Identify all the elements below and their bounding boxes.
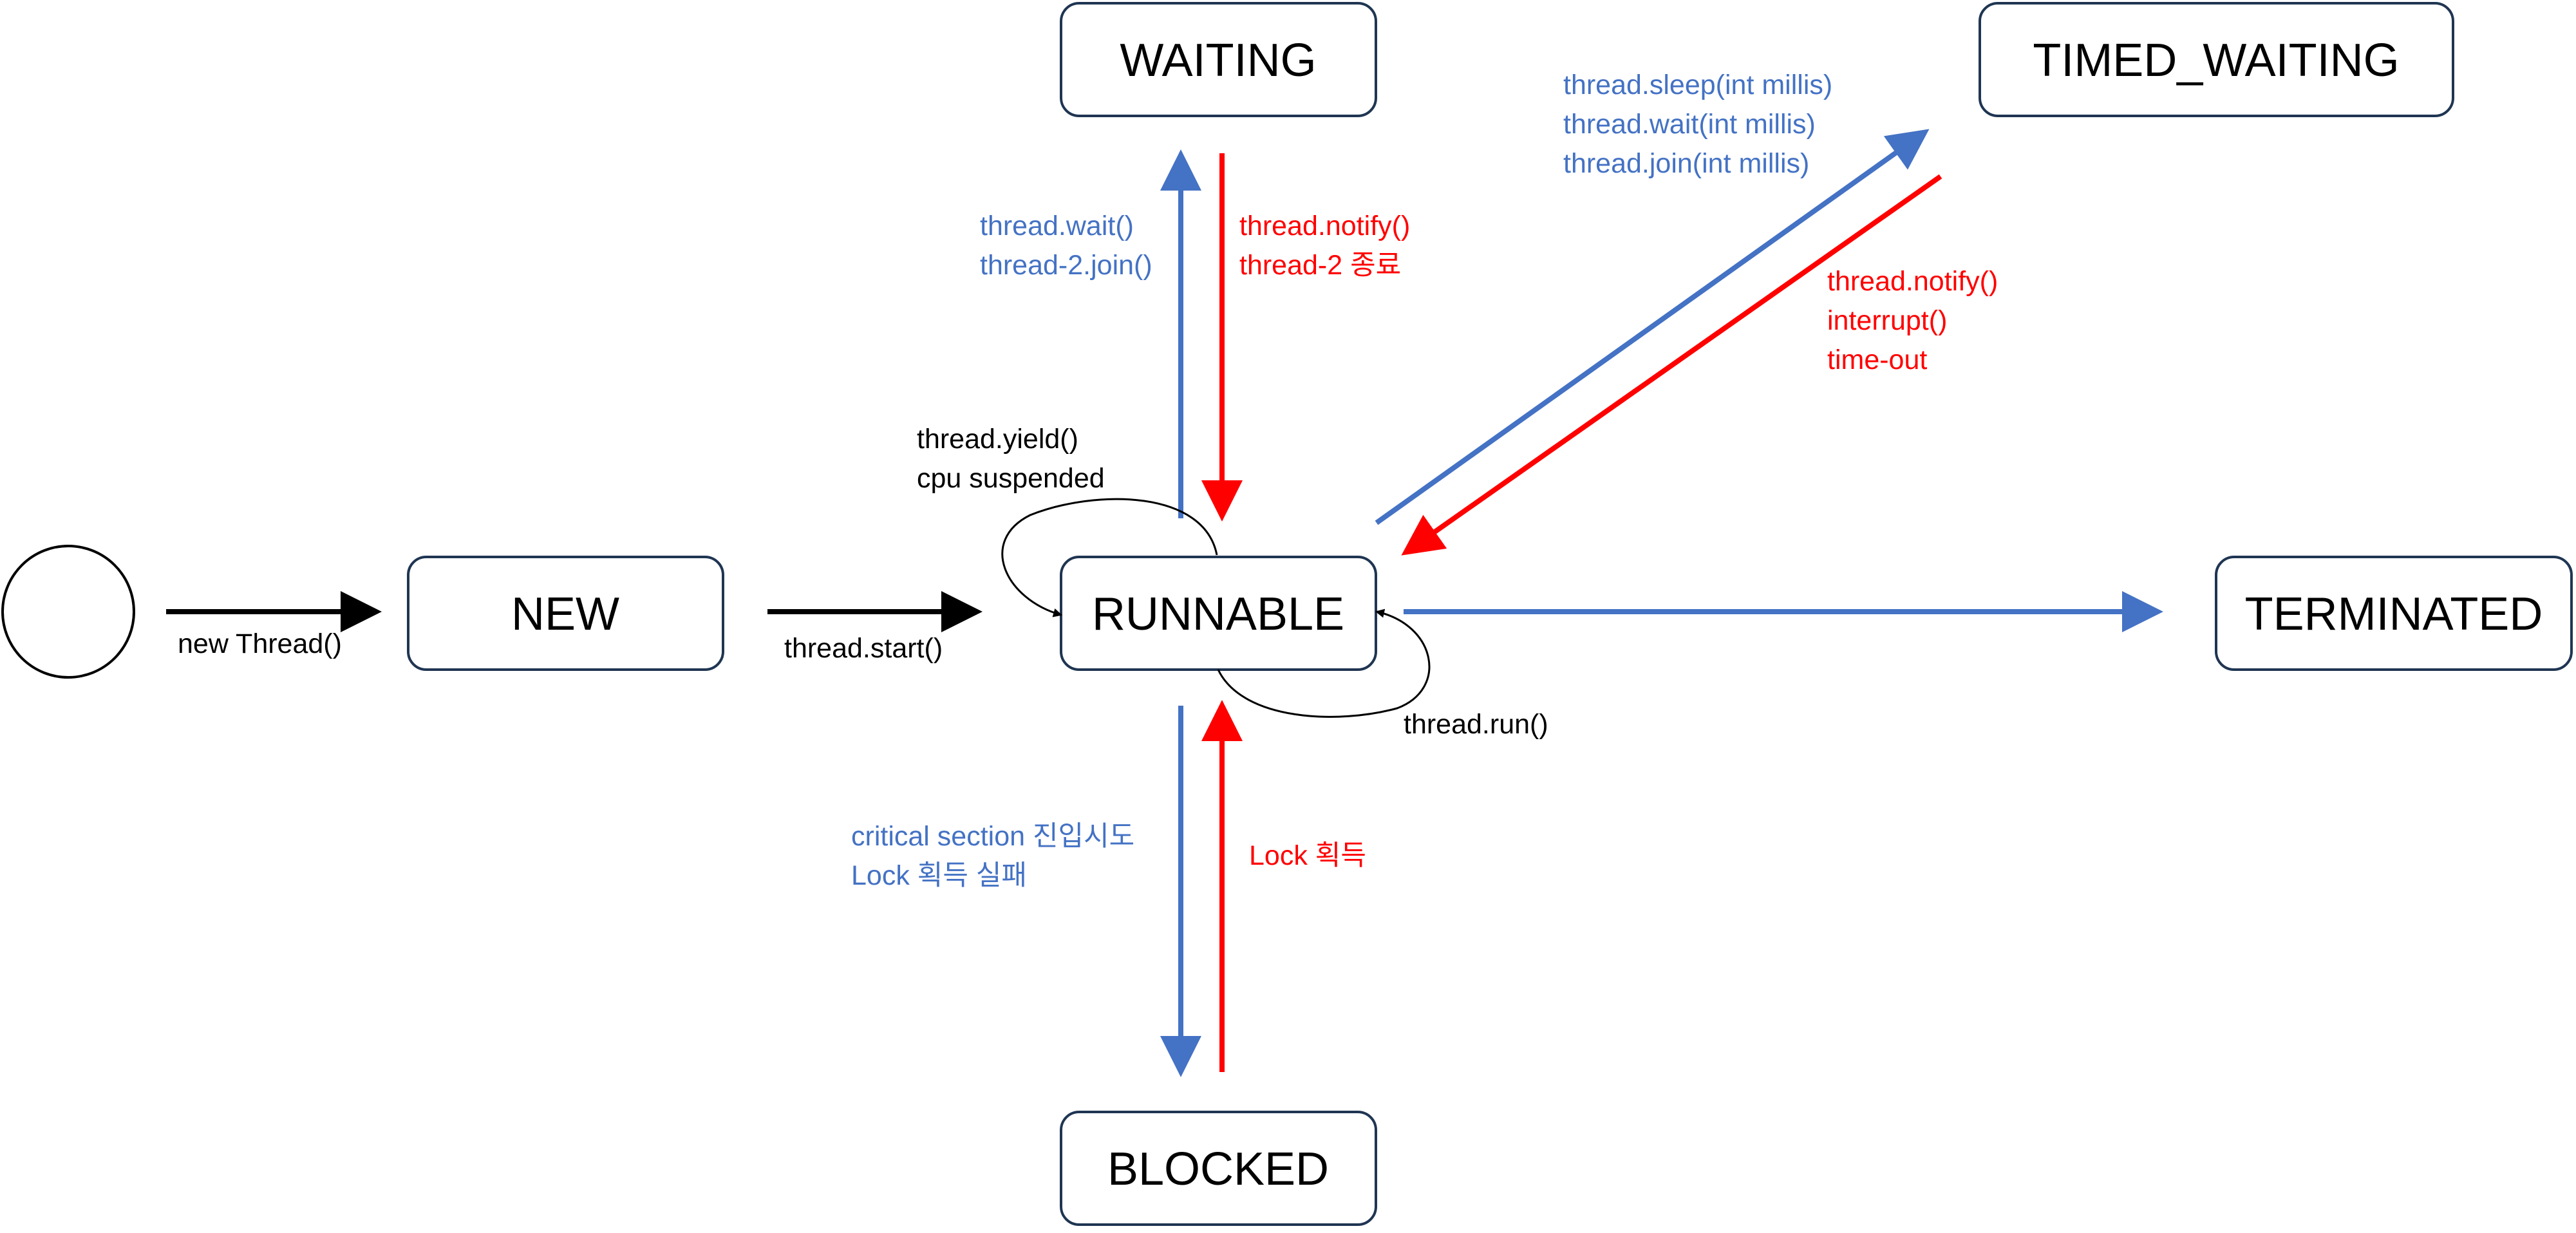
state-runnable: RUNNABLE: [1060, 556, 1377, 671]
state-terminated-label: TERMINATED: [2245, 588, 2543, 640]
state-runnable-label: RUNNABLE: [1092, 588, 1344, 640]
label-timed-waiting-to-runnable: thread.notify() interrupt() time-out: [1827, 266, 2006, 375]
state-new: NEW: [407, 556, 724, 671]
label-waiting-to-runnable: thread.notify() thread-2 종료: [1239, 211, 1418, 281]
label-runnable-to-timed-waiting: thread.sleep(int millis) thread.wait(int…: [1563, 70, 1840, 179]
label-blocked-to-runnable: Lock 획득: [1249, 840, 1366, 871]
loop-runnable-yield: [1001, 498, 1218, 617]
state-terminated: TERMINATED: [2215, 556, 2573, 671]
label-runnable-self-top: thread.yield() cpu suspended: [917, 424, 1105, 494]
arrow-runnable-to-timed-waiting: [1375, 129, 1930, 525]
loop-runnable-run: [1217, 608, 1431, 718]
state-blocked: BLOCKED: [1060, 1111, 1377, 1226]
state-waiting: WAITING: [1060, 2, 1377, 117]
arrow-timed-waiting-to-runnable: [1401, 174, 1942, 556]
label-runnable-to-waiting: thread.wait() thread-2.join(): [980, 211, 1152, 281]
label-runnable-self-bottom: thread.run(): [1404, 709, 1548, 740]
label-new-thread: new Thread(): [178, 628, 342, 659]
state-waiting-label: WAITING: [1120, 35, 1316, 86]
label-thread-start: thread.start(): [784, 633, 943, 664]
label-runnable-to-blocked: critical section 진입시도 Lock 획득 실패: [851, 821, 1142, 891]
state-timed-waiting: TIMED_WAITING: [1979, 2, 2454, 117]
state-blocked-label: BLOCKED: [1107, 1144, 1329, 1195]
state-new-label: NEW: [511, 588, 619, 640]
state-timed-waiting-label: TIMED_WAITING: [2033, 35, 2399, 86]
initial-state-node: [1, 545, 135, 679]
